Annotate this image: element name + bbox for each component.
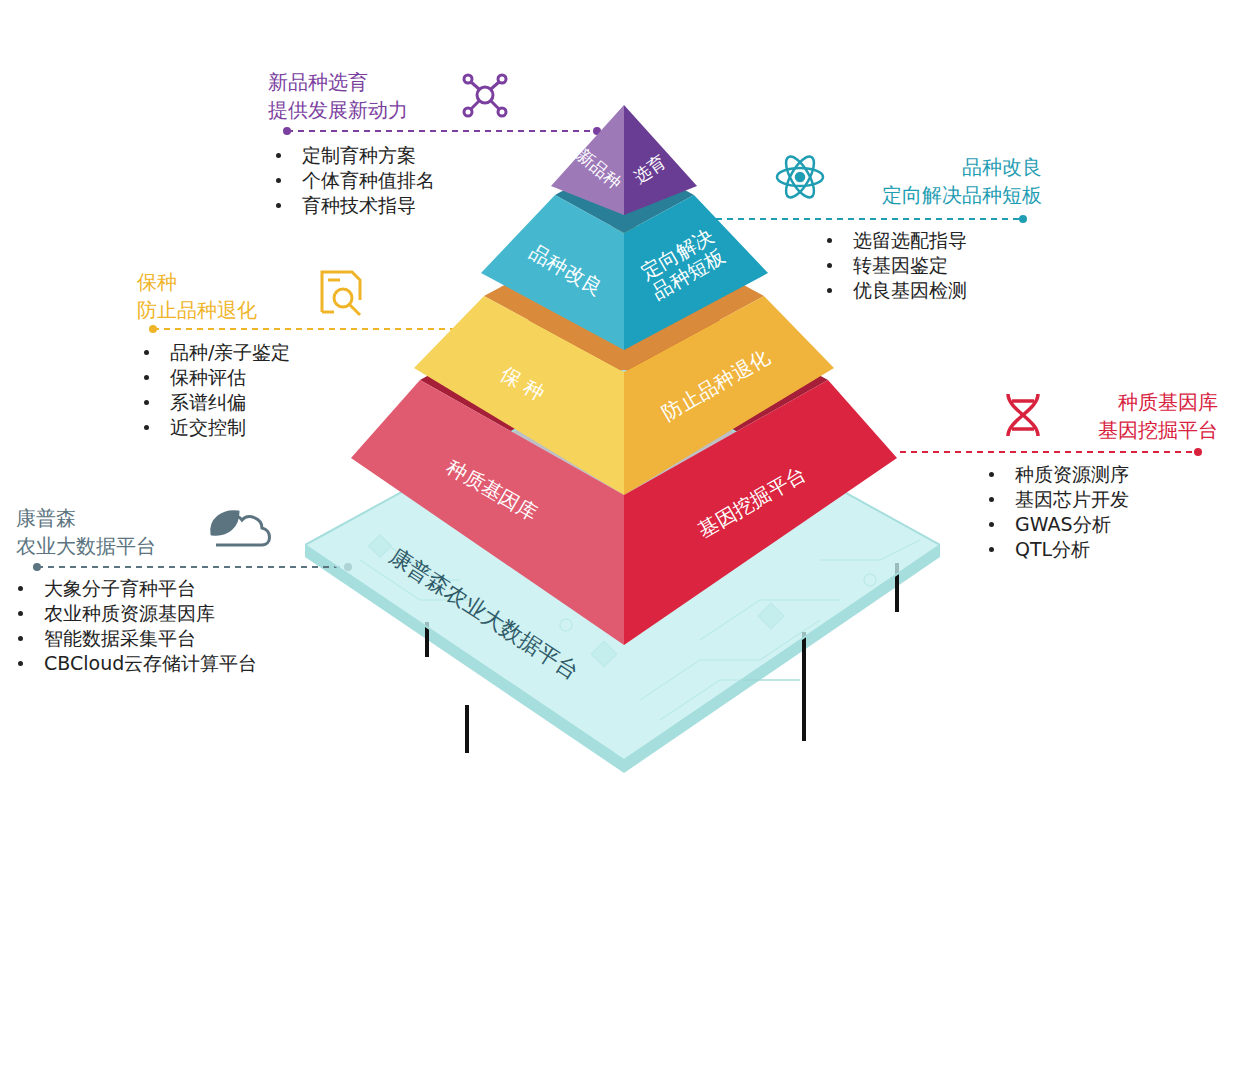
callout-heading: 新品种选育 提供发展新动力 [268,68,443,124]
bullet-item: QTL分析 [1015,537,1090,562]
bullet-item: 农业种质资源基因库 [44,601,215,626]
atom-icon [777,153,823,202]
bullet-item: 基因芯片开发 [1015,487,1129,512]
face-shape [351,380,624,645]
pyramid-face: 选育 [624,105,697,215]
bullet-dot [827,238,832,243]
bullet-dot [989,522,994,527]
network-icon [464,75,506,116]
bullet-item: 保种评估 [170,365,246,390]
bullet-dot [276,153,281,158]
callout-heading: 康普森 农业大数据平台 [16,504,181,560]
leaf-cloud-icon [212,512,270,545]
bullet-item: 育种技术指导 [302,193,416,218]
callout-heading: 品种改良 定向解决品种短板 [862,153,1042,209]
bullet-dot [276,203,281,208]
face-polygon [624,105,697,215]
bullet-item: 转基因鉴定 [853,253,948,278]
bullet-item: 近交控制 [170,415,246,440]
bullet-dot [989,497,994,502]
bullet-dot [18,636,23,641]
bullet-dot [827,288,832,293]
bullet-item: 品种/亲子鉴定 [170,340,290,365]
bullet-dot [989,547,994,552]
bullet-item: 智能数据采集平台 [44,626,196,651]
bullet-item: 种质资源测序 [1015,462,1129,487]
bullet-item: 选留选配指导 [853,228,967,253]
face-shape [624,380,897,645]
bullet-dot [18,611,23,616]
bullet-item: 系谱纠偏 [170,390,246,415]
bullet-dot [144,350,149,355]
callout-heading: 保种 防止品种退化 [137,268,282,324]
pyramid-face: 新品种 [551,105,624,215]
bullet-dot [18,661,23,666]
pyramid-face: 基因挖掘平台 [624,380,897,645]
bullet-dot [18,586,23,591]
face-polygon [305,370,940,760]
callout-heading: 种质基因库 基因挖掘平台 [1068,388,1218,444]
pyramid-face: 种质基因库 [351,380,624,645]
bullet-item: 大象分子育种平台 [44,576,196,601]
bullet-dot [989,472,994,477]
inspect-icon [322,272,360,315]
bullet-item: 个体育种值排名 [302,168,435,193]
bullet-dot [144,375,149,380]
bullet-dot [144,425,149,430]
bullet-item: 定制育种方案 [302,143,416,168]
bullet-item: CBCloud云存储计算平台 [44,651,259,676]
bullet-item: 优良基因检测 [853,278,967,303]
face-polygon [551,105,624,215]
bullet-dot [144,400,149,405]
bullet-item: GWAS分析 [1015,512,1111,537]
dna-icon [1008,394,1038,436]
bullet-dot [827,263,832,268]
bullet-dot [276,178,281,183]
